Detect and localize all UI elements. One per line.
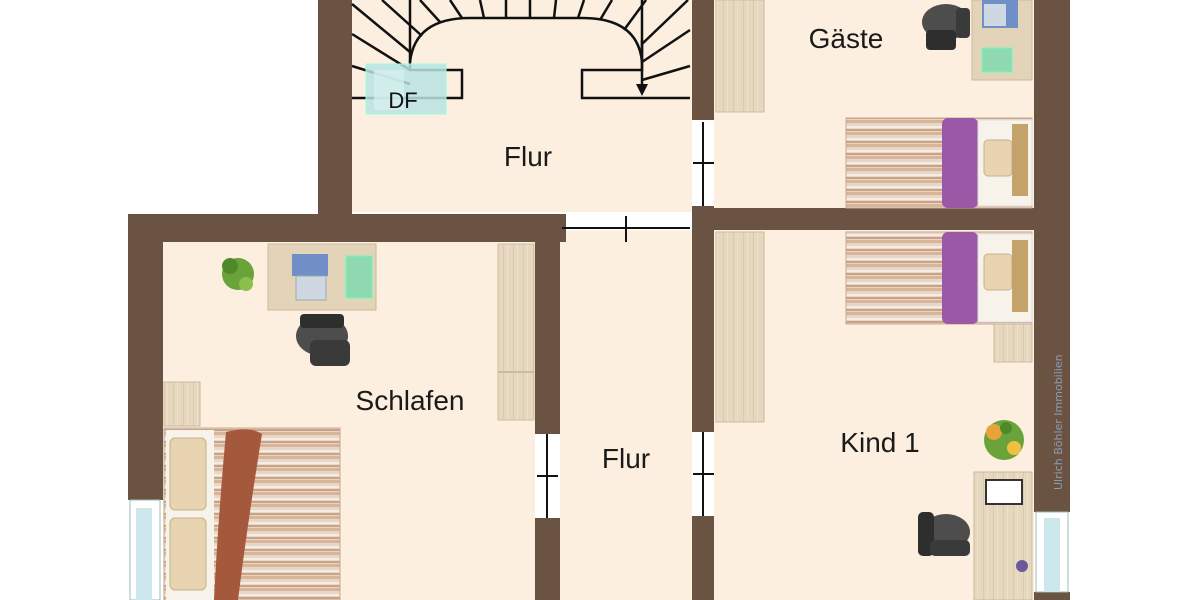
office-chair-icon [296,314,350,366]
room-label-flur-center: Flur [602,443,650,474]
wall [318,0,352,216]
stair-window-label: DF [388,88,417,113]
window-icon [129,499,161,600]
laptop-icon [982,0,1018,28]
window-icon [1035,511,1069,593]
room-label-kind1: Kind 1 [840,427,919,458]
plant-icon [222,258,254,291]
door-icon [693,122,714,206]
wardrobe-icon [497,243,535,421]
wall [692,206,714,432]
laptop-icon [292,254,328,301]
door-icon [693,432,714,516]
stair-direction-arrow [636,84,648,96]
nightstand [163,381,201,427]
floor-flur-center [560,230,692,600]
wall [1034,592,1070,600]
bed-icon [845,117,1033,209]
roof-window-icon [365,63,447,115]
wall [692,516,714,600]
office-chair-icon [918,512,970,556]
wall [128,214,163,500]
door-icon [562,216,690,242]
door-icon [537,434,558,518]
office-chair-icon [922,4,970,50]
wall [128,214,566,242]
room-label-gaeste: Gäste [809,23,884,54]
bed-icon [163,427,341,600]
wardrobe-icon [715,0,765,113]
plant-icon [984,420,1024,460]
room-label-schlafen: Schlafen [356,385,465,416]
wall [714,208,1034,230]
wall [535,518,560,600]
wall [692,0,714,120]
nightstand [993,323,1033,363]
laptop-icon [985,479,1023,505]
room-label-flur-top: Flur [504,141,552,172]
wall [535,214,560,434]
watermark: Ulrich Böhler Immobilien [1052,354,1065,490]
wall [1034,0,1070,512]
walls [128,0,1070,600]
desk-accessory-icon [1016,560,1028,572]
bed-icon [845,231,1033,325]
wardrobe-icon [715,231,765,423]
